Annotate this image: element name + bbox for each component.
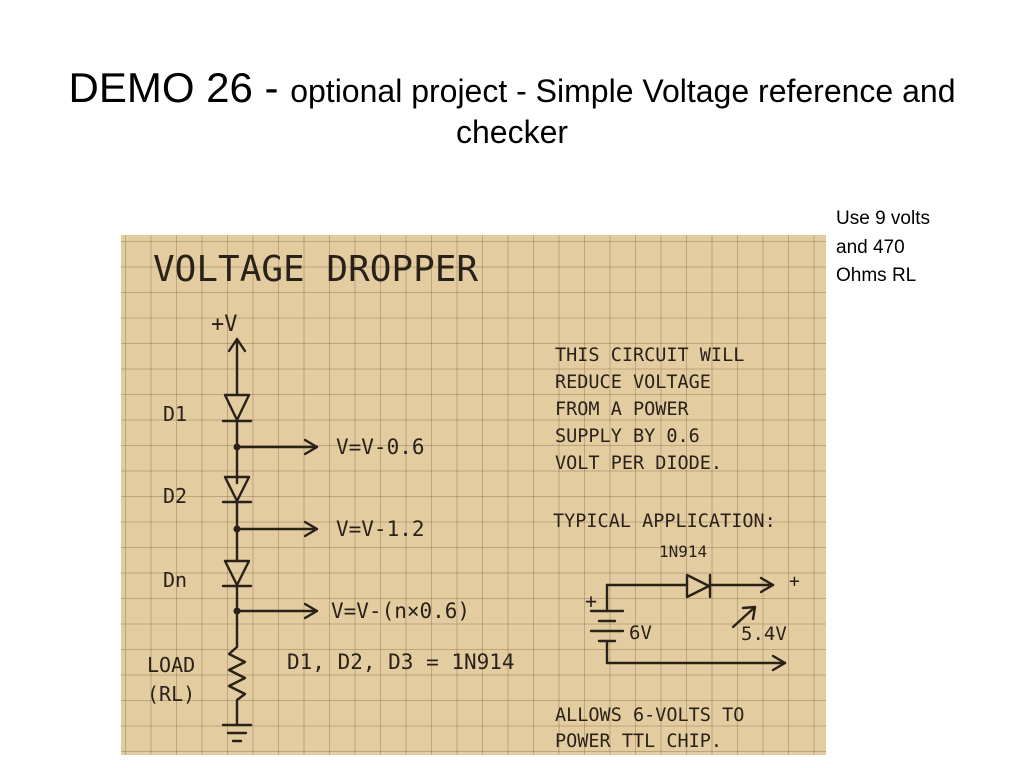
diode-d1-symbol [221,393,253,485]
side-note-line: Use 9 volts [836,208,930,229]
supply-label: +V [211,312,238,337]
tap-voltage-label: V=V-0.6 [336,435,425,459]
supply-arrow-icon [227,337,247,397]
description-line: THIS CIRCUIT WILL [555,345,744,366]
application-circuit [589,573,787,672]
side-note-line: and 470 [836,236,905,258]
description-line: SUPPLY BY 0.6 [555,426,700,447]
diode-d2-symbol [221,475,253,563]
load-resistor-symbol [227,641,247,727]
tap-arrow-icon [235,602,319,620]
tap-voltage-label: V=V-(n×0.6) [331,599,470,623]
tap-arrow-icon [235,438,319,456]
schematic-drawing: VOLTAGE DROPPER +V D1 V=V-0.6 D2 [147,249,800,752]
application-heading: TYPICAL APPLICATION: [553,511,776,532]
footer-line: POWER TTL CHIP. [555,731,722,752]
ground-icon [221,723,253,743]
diode-label-d1: D1 [163,402,187,426]
load-label-rl: (RL) [147,682,195,706]
app-diode-label: 1N914 [659,542,707,561]
slide-title: DEMO 26 - optional project - Simple Volt… [60,62,964,152]
side-note-line: Ohms RL [836,265,917,286]
footer-line: ALLOWS 6-VOLTS TO [555,705,744,726]
description-line: FROM A POWER [555,399,690,420]
tap-arrow-icon [235,520,319,538]
diode-label-dn: Dn [163,568,187,592]
part-note: D1, D2, D3 = 1N914 [287,650,515,674]
title-main: DEMO 26 - [68,64,291,111]
voltage-dropper-sketch: VOLTAGE DROPPER +V D1 V=V-0.6 D2 [121,235,826,755]
diode-dn-symbol [221,559,253,645]
app-plus-left: + [585,589,597,613]
app-plus-right: + [789,571,800,592]
app-input-voltage: 6V [629,622,652,644]
tap-voltage-label: V=V-1.2 [336,517,425,541]
sketch-heading: VOLTAGE DROPPER [153,249,478,290]
diode-label-d2: D2 [163,484,187,508]
side-note: Use 9 volts and 470 Ohms RL [836,205,976,291]
title-subtitle: optional project - Simple Voltage refere… [290,73,956,151]
load-label: LOAD [147,653,195,677]
app-output-voltage: 5.4V [741,623,787,645]
description-line: REDUCE VOLTAGE [555,372,711,393]
description-line: VOLT PER DIODE. [555,453,722,474]
